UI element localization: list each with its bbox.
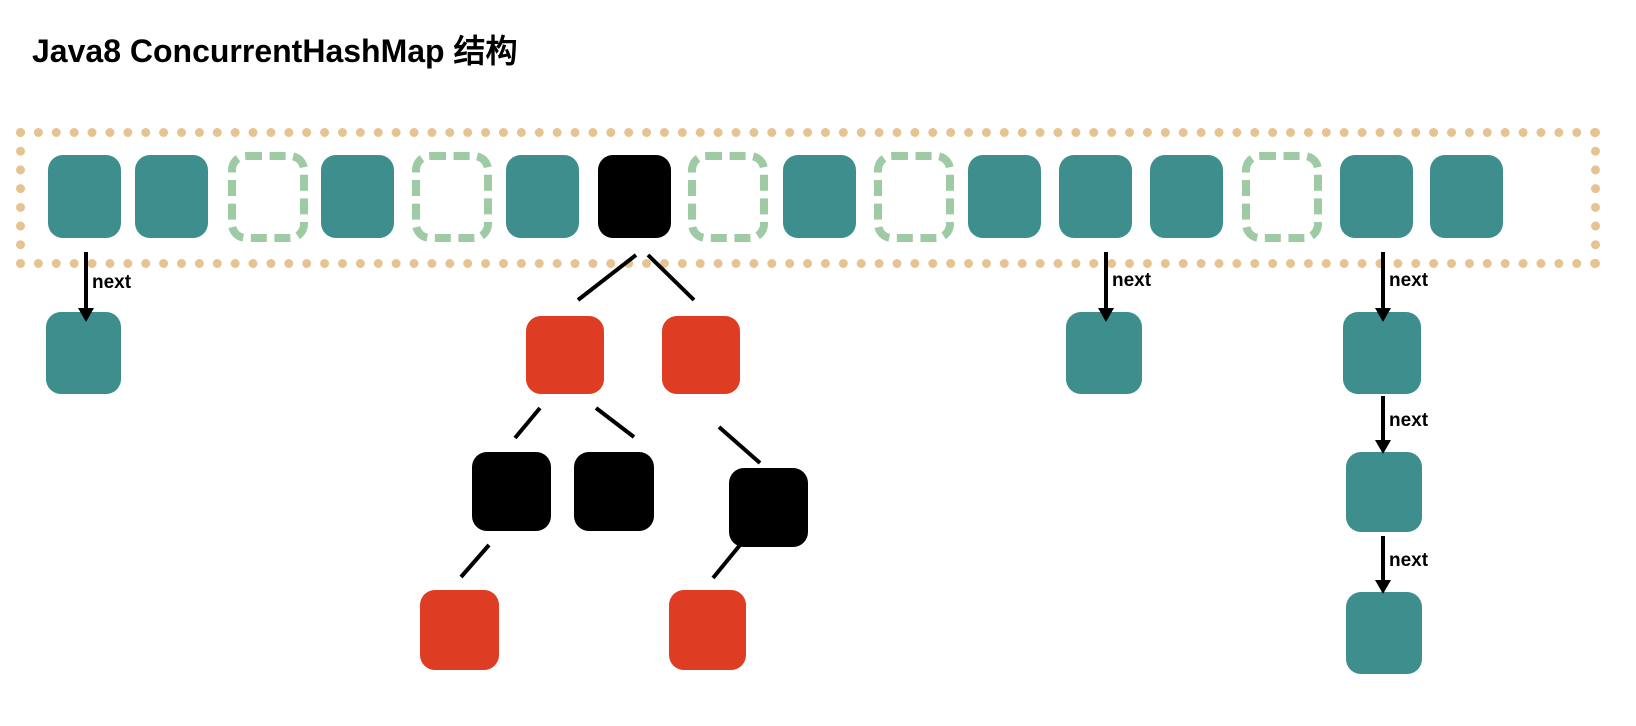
arrow-head-icon xyxy=(78,308,94,322)
arrow-head-icon xyxy=(1375,440,1391,454)
tree-node-n-rr[interactable] xyxy=(729,468,808,547)
tree-edge-n-l-to-n-lr xyxy=(594,406,636,439)
linked-list-bucket-11-node-0[interactable] xyxy=(1066,312,1142,394)
array-cell-0[interactable] xyxy=(48,155,121,238)
tree-node-n-rrl[interactable] xyxy=(669,590,746,670)
array-cell-1[interactable] xyxy=(135,155,208,238)
array-cell-7[interactable] xyxy=(688,152,768,242)
array-cell-14[interactable] xyxy=(1340,155,1413,238)
linked-list-bucket-0-next-label-0: next xyxy=(92,272,132,293)
tree-edge-n-rr-to-n-rrl xyxy=(711,543,742,580)
array-cell-6[interactable] xyxy=(598,155,671,238)
linked-list-bucket-11-next-label-0: next xyxy=(1112,270,1152,291)
tree-node-n-lll[interactable] xyxy=(420,590,499,670)
linked-list-bucket-14-next-label-0: next xyxy=(1389,270,1429,291)
linked-list-bucket-14-next-label-2: next xyxy=(1389,550,1429,571)
arrow-head-icon xyxy=(1375,308,1391,322)
arrow-shaft xyxy=(1381,396,1385,440)
array-cell-13[interactable] xyxy=(1242,152,1322,242)
tree-node-n-ll[interactable] xyxy=(472,452,551,531)
arrow-shaft xyxy=(1381,252,1385,308)
arrow-head-icon xyxy=(1375,580,1391,594)
array-cell-9[interactable] xyxy=(874,152,954,242)
array-cell-10[interactable] xyxy=(968,155,1041,238)
arrow-shaft xyxy=(1381,536,1385,580)
array-cell-11[interactable] xyxy=(1059,155,1132,238)
linked-list-bucket-14-node-1[interactable] xyxy=(1346,452,1422,532)
array-cell-3[interactable] xyxy=(321,155,394,238)
tree-edge-n-r-to-n-rr xyxy=(717,425,762,465)
hash-table-array-container xyxy=(16,128,1600,268)
linked-list-bucket-14-node-0[interactable] xyxy=(1343,312,1421,394)
arrow-shaft xyxy=(1104,252,1108,308)
tree-node-n-r[interactable] xyxy=(662,316,740,394)
linked-list-bucket-14-node-2[interactable] xyxy=(1346,592,1422,674)
linked-list-bucket-14-next-label-1: next xyxy=(1389,410,1429,431)
array-cell-8[interactable] xyxy=(783,155,856,238)
page-title: Java8 ConcurrentHashMap 结构 xyxy=(32,33,518,69)
array-cell-5[interactable] xyxy=(506,155,579,238)
tree-node-n-lr[interactable] xyxy=(574,452,654,531)
tree-edge-n-l-to-n-ll xyxy=(513,406,542,440)
linked-list-bucket-0-node-0[interactable] xyxy=(46,312,121,394)
arrow-head-icon xyxy=(1098,308,1114,322)
tree-node-n-l[interactable] xyxy=(526,316,604,394)
array-cell-4[interactable] xyxy=(412,152,492,242)
arrow-shaft xyxy=(84,252,88,308)
tree-edge-n-ll-to-n-lll xyxy=(459,543,491,579)
array-cell-15[interactable] xyxy=(1430,155,1503,238)
array-cell-12[interactable] xyxy=(1150,155,1223,238)
array-cell-2[interactable] xyxy=(228,152,308,242)
